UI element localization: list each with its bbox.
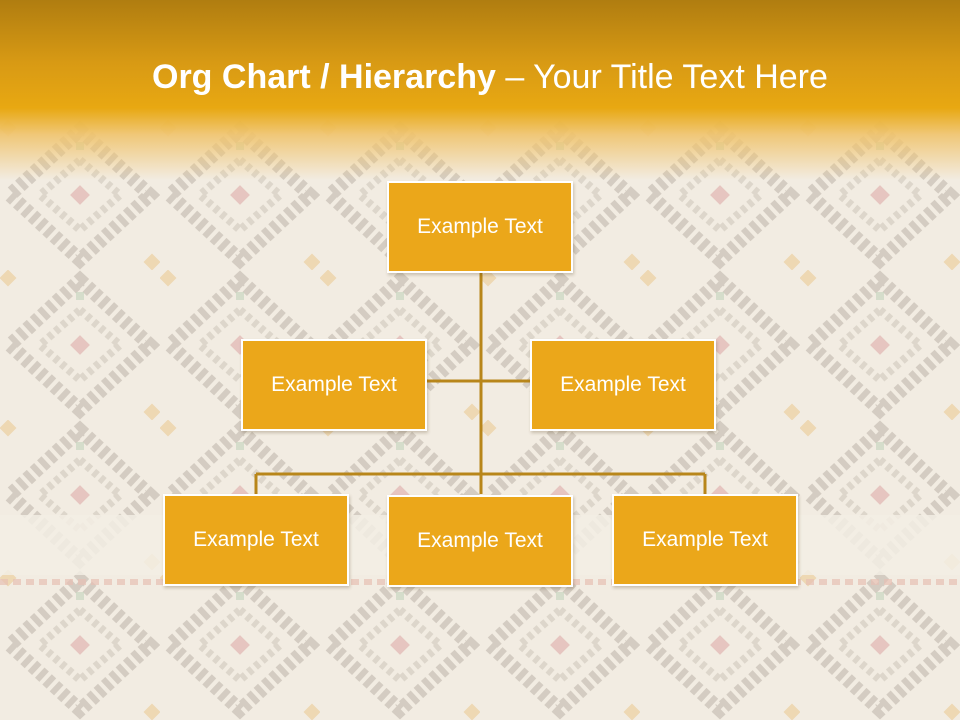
org-node-level2-right[interactable]: Example Text bbox=[530, 339, 716, 431]
title-separator: – bbox=[495, 58, 534, 96]
org-node-root[interactable]: Example Text bbox=[387, 181, 573, 273]
org-node-level3-right[interactable]: Example Text bbox=[612, 494, 798, 586]
org-node-label: Example Text bbox=[271, 373, 397, 396]
org-node-level2-left[interactable]: Example Text bbox=[241, 339, 427, 431]
title-bold: Org Chart / Hierarchy bbox=[152, 58, 496, 96]
org-node-label: Example Text bbox=[642, 528, 768, 551]
title-rest: Your Title Text Here bbox=[533, 58, 828, 96]
slide-title: Org Chart / Hierarchy – Your Title Text … bbox=[152, 52, 828, 102]
org-node-label: Example Text bbox=[193, 528, 319, 551]
org-node-label: Example Text bbox=[417, 215, 543, 238]
org-node-label: Example Text bbox=[560, 373, 686, 396]
org-node-label: Example Text bbox=[417, 529, 543, 552]
org-node-level3-left[interactable]: Example Text bbox=[163, 494, 349, 586]
org-node-level3-center[interactable]: Example Text bbox=[387, 495, 573, 587]
header-band bbox=[0, 0, 960, 180]
